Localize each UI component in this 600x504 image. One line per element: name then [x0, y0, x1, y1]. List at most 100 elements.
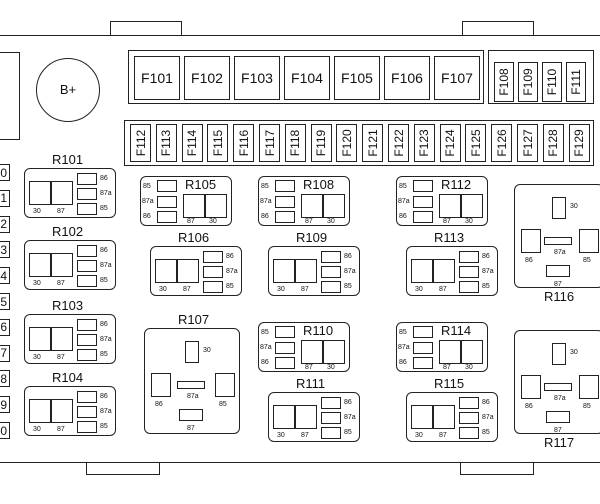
relay-r108-pin-label: 30 [327, 218, 335, 225]
relay-r114-contact-85 [413, 326, 433, 338]
relay-r105-contact-85 [157, 180, 177, 192]
relay-r106-contact-85 [203, 281, 223, 293]
relay-r116-pin-label: 86 [525, 257, 533, 264]
fuse-f107[interactable]: F107 [434, 56, 480, 100]
relay-r113-pin-label: 87a [482, 268, 494, 275]
relay-r112-contact-86 [413, 211, 433, 223]
fuse-f128[interactable]: F128 [542, 124, 564, 162]
relay-r109-pin-label: 87 [301, 286, 309, 293]
fuse-f104[interactable]: F104 [284, 56, 330, 100]
relay-r107-contact-86 [151, 373, 171, 397]
relay-r103-title: R103 [52, 298, 84, 313]
fuse-label: F127 [520, 129, 535, 157]
connector-pin-4: 4 [0, 267, 10, 285]
fuse-label: F125 [468, 129, 483, 157]
fuse-f126[interactable]: F126 [491, 124, 513, 162]
fuse-label: F108 [497, 68, 511, 96]
bottom-mount-tab-right [460, 462, 534, 475]
fuse-f119[interactable]: F119 [310, 124, 332, 162]
connector-pin-0: 0 [0, 164, 10, 181]
fuse-f105[interactable]: F105 [334, 56, 380, 100]
relay-r102-contact-86 [77, 245, 97, 257]
battery-terminal: B+ [36, 58, 100, 122]
fuse-f120[interactable]: F120 [336, 124, 358, 162]
relay-r111-contact-87 [295, 405, 317, 429]
fuse-label: F111 [569, 69, 583, 95]
relay-r113-contact-85 [459, 281, 479, 293]
relay-r117-contact-30 [552, 343, 566, 365]
fuse-f125[interactable]: F125 [465, 124, 487, 162]
relay-r115-contact-87 [433, 405, 455, 429]
relay-r117-pin-label: 30 [570, 349, 578, 356]
relay-r116-contact-87 [546, 265, 570, 277]
relay-r101-title: R101 [52, 152, 84, 167]
fuse-f127[interactable]: F127 [517, 124, 538, 162]
fuse-f122[interactable]: F122 [388, 124, 409, 162]
fuse-f124[interactable]: F124 [439, 124, 461, 162]
fuse-f113[interactable]: F113 [155, 124, 177, 162]
fuse-f129[interactable]: F129 [568, 124, 590, 162]
relay-r114-contact-87a [413, 342, 433, 354]
fuse-f116[interactable]: F116 [233, 124, 255, 162]
relay-r108-contact-30 [323, 194, 345, 218]
relay-r102-title: R102 [52, 224, 84, 239]
relay-r103-pin-label: 85 [100, 351, 108, 358]
fuse-f123[interactable]: F123 [413, 124, 435, 162]
fuse-f106[interactable]: F106 [384, 56, 430, 100]
relay-r102-pin-label: 85 [100, 277, 108, 284]
relay-r111-pin-label: 85 [344, 429, 352, 436]
fuse-f111[interactable]: F111 [566, 62, 586, 102]
relay-r116-title: R116 [544, 289, 575, 304]
relay-r113-pin-label: 30 [415, 286, 423, 293]
fuse-f103[interactable]: F103 [234, 56, 280, 100]
relay-r115-contact-85 [459, 427, 479, 439]
relay-r104-contact-85 [77, 421, 97, 433]
relay-r105-contact-86 [157, 211, 177, 223]
fuse-f115[interactable]: F115 [207, 124, 229, 162]
fuse-f121[interactable]: F121 [362, 124, 384, 162]
fuse-f109[interactable]: F109 [518, 62, 538, 102]
fuse-f114[interactable]: F114 [181, 124, 203, 162]
relay-r108-contact-87 [301, 194, 323, 218]
connector-pin-2: 2 [0, 215, 10, 233]
relay-r112-pin-label: 87a [398, 198, 410, 205]
relay-r110-pin-label: 87 [305, 364, 313, 371]
fuse-f118[interactable]: F118 [284, 124, 306, 162]
relay-r110-contact-30 [323, 340, 345, 364]
relay-r105-pin-label: 85 [143, 183, 151, 190]
relay-r102-pin-label: 30 [33, 280, 41, 287]
fuse-label: F114 [185, 129, 200, 157]
fuse-f101[interactable]: F101 [134, 56, 180, 100]
relay-r102-pin-label: 87a [100, 262, 112, 269]
fuse-f102[interactable]: F102 [184, 56, 230, 100]
top-mount-tab-right [462, 21, 534, 36]
relay-r112-title: R112 [441, 177, 472, 192]
fuse-label: F119 [314, 129, 329, 157]
relay-r112-contact-87 [439, 194, 461, 218]
relay-r107-contact-87a [177, 381, 205, 389]
fuse-f117[interactable]: F117 [259, 124, 280, 162]
left-edge-block [0, 52, 20, 140]
relay-r117-pin-label: 87a [554, 395, 566, 402]
fuse-f110[interactable]: F110 [542, 62, 562, 102]
connector-pin-9: 9 [0, 396, 10, 414]
fuse-f112[interactable]: F112 [130, 124, 151, 162]
fuse-f108[interactable]: F108 [494, 62, 514, 102]
